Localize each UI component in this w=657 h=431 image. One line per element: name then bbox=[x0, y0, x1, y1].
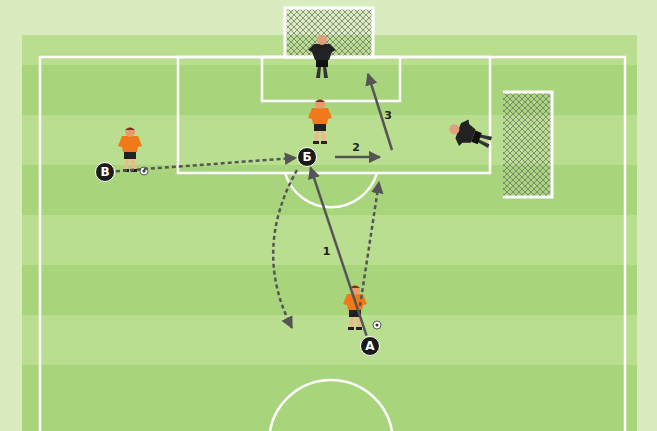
step-number: 1 bbox=[323, 246, 331, 257]
player-letter: Б bbox=[302, 151, 311, 163]
player-marker: В bbox=[95, 162, 115, 182]
player-letter: В bbox=[100, 166, 109, 178]
player-letter: А bbox=[365, 340, 374, 352]
player-marker: Б bbox=[297, 147, 317, 167]
player-marker: А bbox=[360, 336, 380, 356]
run-arrow bbox=[310, 167, 366, 335]
step-number: 2 bbox=[352, 142, 360, 153]
step-number: 3 bbox=[384, 110, 392, 121]
pass-arrow bbox=[116, 158, 296, 171]
